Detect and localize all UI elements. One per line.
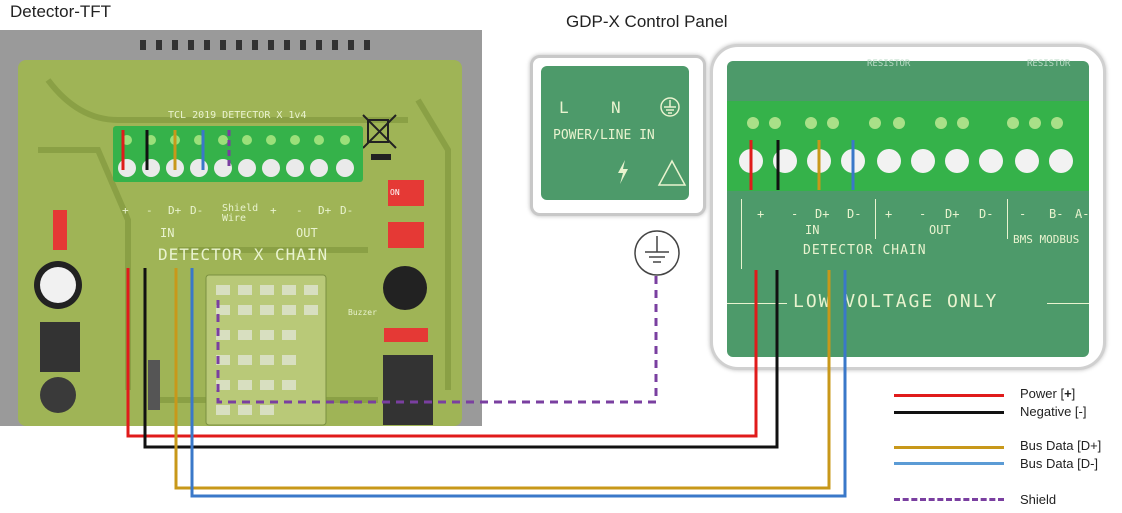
detector-in-label: IN xyxy=(160,226,175,240)
panel-bms-minus: - xyxy=(1019,207,1027,221)
detector-terminal-block xyxy=(113,126,363,182)
panel-out-minus: - xyxy=(919,207,927,221)
panel-in-label: IN xyxy=(805,223,820,237)
panel-divider xyxy=(875,199,876,239)
panel-terminal-block xyxy=(727,101,1089,191)
legend-label-dplus: Bus Data [D+] xyxy=(1020,438,1102,453)
detector-title: Detector-TFT xyxy=(10,2,112,21)
panel-bms-label: BMS MODBUS xyxy=(1013,233,1080,246)
power-terminal-l: L xyxy=(559,98,569,117)
detector-enclosure: TCL 2019 DETECTOR X 1v4 + - D+ D- Shield… xyxy=(0,30,482,426)
panel-in-dplus: D+ xyxy=(815,207,830,221)
detector-in-minus: - xyxy=(146,204,153,217)
panel-board-frame: RESISTOR RESISTOR + - D+ D- + - D+ D- - xyxy=(710,44,1106,370)
detector-copyright: TCL 2019 DETECTOR X 1v4 xyxy=(168,110,307,121)
detector-out-label: OUT xyxy=(296,226,318,240)
panel-warning-label: LOW VOLTAGE ONLY xyxy=(793,291,999,312)
panel-terminal-screws xyxy=(739,117,1073,173)
lightning-icon xyxy=(618,160,628,184)
panel-bms-bminus: B- xyxy=(1049,207,1064,221)
panel-board: RESISTOR RESISTOR + - D+ D- + - D+ D- - xyxy=(727,59,1090,357)
panel-out-dminus: D- xyxy=(979,207,994,221)
panel-bms-aminus: A- xyxy=(1075,207,1090,221)
buzzer-label: Buzzer xyxy=(348,308,377,317)
panel-in-minus: - xyxy=(791,207,799,221)
legend-swatch-shield xyxy=(894,498,1004,501)
panel-top-label-2: RESISTOR xyxy=(1027,59,1071,69)
panel-out-label: OUT xyxy=(929,223,951,237)
panel-chain-label: DETECTOR CHAIN xyxy=(803,243,927,258)
power-board: L N POWER/LINE IN xyxy=(541,66,689,200)
detector-chain-label: DETECTOR X CHAIN xyxy=(158,245,329,264)
panel-divider xyxy=(741,199,742,269)
vent-slots xyxy=(140,40,370,50)
dip-on-label: ON xyxy=(390,188,400,197)
legend-label-negative: Negative [-] xyxy=(1020,404,1087,419)
detector-in-dplus: D+ xyxy=(168,204,182,217)
legend-swatch-negative xyxy=(894,411,1004,414)
detector-shield-label: Shield Wire xyxy=(222,203,259,224)
power-line-label: POWER/LINE IN xyxy=(553,128,655,143)
legend-swatch-power xyxy=(894,394,1004,397)
legend-label-shield: Shield xyxy=(1020,492,1057,507)
legend: Power [+] Negative [-] Bus Data [D+] Bus… xyxy=(894,386,1119,510)
panel-title: GDP-X Control Panel xyxy=(566,12,728,31)
panel-out-plus: + xyxy=(885,207,893,221)
panel-divider xyxy=(727,303,787,304)
detector-in-dminus: D- xyxy=(190,204,204,217)
detector-terminal-screws xyxy=(118,135,354,177)
legend-label-power: Power [+] xyxy=(1020,386,1076,401)
legend-swatch-dminus xyxy=(894,462,1004,465)
panel-top-label-1: RESISTOR xyxy=(867,59,911,69)
panel-divider xyxy=(1007,199,1008,239)
detector-out-dplus: D+ xyxy=(318,204,332,217)
legend-label-dminus: Bus Data [D-] xyxy=(1020,456,1099,471)
ground-symbol-icon xyxy=(634,230,680,276)
legend-swatch-dplus xyxy=(894,446,1004,449)
warning-triangle-icon xyxy=(657,159,687,186)
panel-divider xyxy=(1047,303,1089,304)
earth-icon xyxy=(660,97,680,117)
detector-out-dminus: D- xyxy=(340,204,354,217)
power-board-frame: L N POWER/LINE IN xyxy=(530,55,706,216)
detector-pcb: TCL 2019 DETECTOR X 1v4 + - D+ D- Shield… xyxy=(18,60,462,426)
detector-in-plus: + xyxy=(122,204,129,217)
panel-out-dplus: D+ xyxy=(945,207,960,221)
detector-out-plus: + xyxy=(270,204,277,217)
detector-out-minus: - xyxy=(296,204,303,217)
power-terminal-n: N xyxy=(611,98,621,117)
panel-in-dminus: D- xyxy=(847,207,862,221)
panel-in-plus: + xyxy=(757,207,765,221)
